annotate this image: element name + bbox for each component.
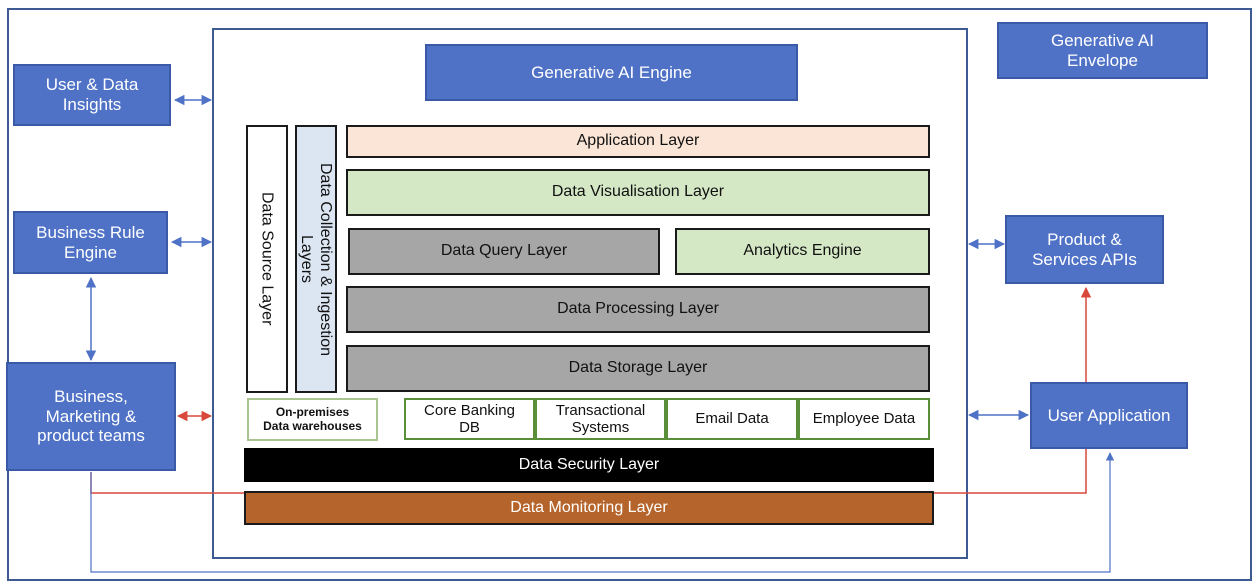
user-data-insights-label: User & Data Insights bbox=[45, 75, 139, 114]
data-storage-layer-label: Data Storage Layer bbox=[568, 359, 708, 377]
source-employee-label: Employee Data bbox=[812, 410, 916, 428]
application-layer-label: Application Layer bbox=[576, 132, 700, 150]
data-collection-ingestion-label: Data Collection & Ingestion Layers bbox=[298, 162, 335, 356]
product-services-apis-label: Product & Services APIs bbox=[1032, 229, 1137, 269]
user-data-insights-box: User & Data Insights bbox=[13, 64, 171, 126]
user-application-box: User Application bbox=[1030, 382, 1188, 449]
source-on-premises-warehouses: On-premises Data warehouses bbox=[247, 398, 378, 441]
data-storage-layer: Data Storage Layer bbox=[346, 345, 930, 392]
analytics-engine: Analytics Engine bbox=[675, 228, 930, 275]
data-security-layer: Data Security Layer bbox=[244, 448, 934, 482]
source-transactional-systems: Transactional Systems bbox=[535, 398, 666, 440]
source-email-label: Email Data bbox=[695, 410, 769, 428]
analytics-engine-label: Analytics Engine bbox=[743, 242, 862, 260]
data-source-layer-label: Data Source Layer bbox=[258, 192, 276, 326]
source-employee-data: Employee Data bbox=[798, 398, 930, 440]
source-on-premises-label: On-premises Data warehouses bbox=[263, 404, 362, 433]
data-security-layer-label: Data Security Layer bbox=[518, 455, 660, 473]
business-marketing-teams-box: Business, Marketing & product teams bbox=[6, 362, 176, 471]
application-layer: Application Layer bbox=[346, 125, 930, 158]
business-rule-engine-label: Business Rule Engine bbox=[36, 222, 145, 262]
generative-ai-engine-label: Generative AI Engine bbox=[531, 62, 692, 82]
source-core-banking-db: Core Banking DB bbox=[404, 398, 535, 440]
data-query-layer-label: Data Query Layer bbox=[440, 242, 568, 260]
data-query-layer: Data Query Layer bbox=[348, 228, 660, 275]
data-monitoring-layer-label: Data Monitoring Layer bbox=[510, 498, 668, 516]
business-rule-engine-box: Business Rule Engine bbox=[13, 211, 168, 274]
user-application-label: User Application bbox=[1047, 405, 1171, 425]
data-processing-layer-label: Data Processing Layer bbox=[557, 300, 719, 318]
source-transactional-label: Transactional Systems bbox=[555, 401, 646, 436]
data-source-layer: Data Source Layer bbox=[246, 125, 288, 393]
business-marketing-teams-label: Business, Marketing & product teams bbox=[37, 387, 145, 446]
data-monitoring-layer: Data Monitoring Layer bbox=[244, 491, 934, 525]
data-collection-ingestion-layer: Data Collection & Ingestion Layers bbox=[295, 125, 337, 393]
data-processing-layer: Data Processing Layer bbox=[346, 286, 930, 333]
generative-ai-engine-box: Generative AI Engine bbox=[425, 44, 798, 101]
data-visualisation-layer-label: Data Visualisation Layer bbox=[551, 183, 725, 201]
generative-ai-envelope-box: Generative AI Envelope bbox=[997, 22, 1208, 79]
source-core-banking-label: Core Banking DB bbox=[424, 401, 515, 436]
product-services-apis-box: Product & Services APIs bbox=[1005, 215, 1164, 284]
source-email-data: Email Data bbox=[666, 398, 798, 440]
generative-ai-envelope-label: Generative AI Envelope bbox=[1050, 30, 1154, 70]
data-visualisation-layer: Data Visualisation Layer bbox=[346, 169, 930, 216]
